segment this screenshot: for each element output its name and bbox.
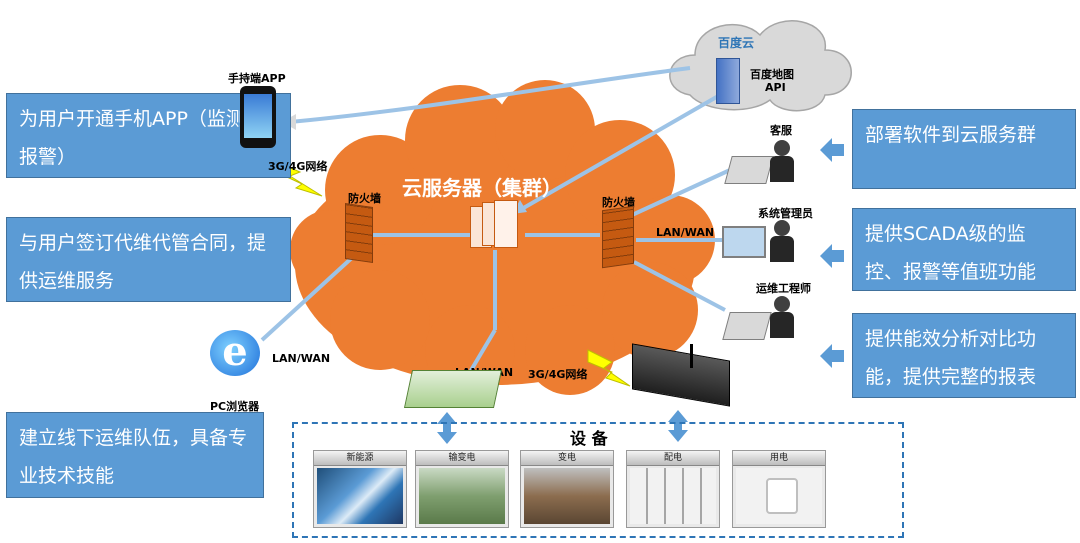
device-panel-new-energy: 新能源 <box>313 450 407 528</box>
device-panel-consumption: 用电 <box>732 450 826 528</box>
firewall-right-icon <box>602 205 634 269</box>
line-baidu-phone <box>289 66 691 124</box>
scada-box-text: 提供SCADA级的监控、报警等值班功能 <box>865 223 1037 283</box>
device-area <box>292 422 904 538</box>
device-label: 输变电 <box>416 451 508 466</box>
deploy-box-text: 部署软件到云服务群 <box>865 124 1037 146</box>
team-box-text: 建立线下运维队伍，具备专业技术技能 <box>19 427 248 487</box>
device-label: 用电 <box>733 451 825 466</box>
device-panel-substation: 变电 <box>520 450 614 528</box>
energy-box: 提供能效分析对比功能，提供完整的报表 <box>852 313 1076 398</box>
solar-panel-image <box>317 468 403 524</box>
line-fw-kefu <box>631 168 731 217</box>
kefu-label: 客服 <box>770 124 792 137</box>
device-label: 变电 <box>521 451 613 466</box>
updown-arrow-left <box>437 412 457 444</box>
sysadmin-workstation-icon <box>722 218 802 270</box>
ie-browser-icon: e <box>210 330 260 376</box>
contract-box: 与用户签订代维代管合同，提供运维服务 <box>6 217 291 302</box>
bolt-bottom <box>587 349 631 387</box>
device-panel-transmission: 输变电 <box>415 450 509 528</box>
arrow-energy <box>820 344 844 368</box>
substation-image <box>419 468 505 524</box>
team-box: 建立线下运维队伍，具备专业技术技能 <box>6 412 264 498</box>
deploy-box: 部署软件到云服务群 <box>852 109 1076 189</box>
arrow-deploy <box>820 138 844 162</box>
browser-label: PC浏览器 <box>210 400 260 413</box>
device-title: 设 备 <box>570 429 608 448</box>
scada-box: 提供SCADA级的监控、报警等值班功能 <box>852 208 1076 291</box>
line-baidu-server <box>519 93 721 212</box>
baidu-server-icon <box>716 58 740 104</box>
gateway-device-left <box>403 370 503 408</box>
device-panel-distribution: 配电 <box>626 450 720 528</box>
firewall-left-icon <box>345 203 373 263</box>
device-label: 新能源 <box>314 451 406 466</box>
line-fw-engineer <box>633 260 726 312</box>
kefu-workstation-icon <box>724 138 800 190</box>
baidu-cloud-shape <box>669 20 852 112</box>
baidu-api-line1: 百度地图 <box>750 68 794 81</box>
baidu-api-line2: API <box>765 81 786 94</box>
contract-box-text: 与用户签订代维代管合同，提供运维服务 <box>19 232 267 292</box>
device-label: 配电 <box>627 451 719 466</box>
line-gateway-device <box>468 328 497 374</box>
cloud-title: 云服务器（集群） <box>402 176 562 200</box>
firewall-right-label: 防火墙 <box>602 196 635 209</box>
transformer-image <box>524 468 610 524</box>
lan-left-label: LAN/WAN <box>272 352 331 365</box>
power-socket-image <box>736 468 822 524</box>
lan-right-label: LAN/WAN <box>656 226 715 239</box>
app-box-text: 为用户开通手机APP（监测、报警） <box>19 108 264 168</box>
antenna-icon <box>690 344 693 368</box>
server-cluster-icon <box>470 200 526 250</box>
phone-label: 手持端APP <box>228 72 286 85</box>
firewall-left-label: 防火墙 <box>348 192 381 205</box>
line-fw-browser <box>260 253 357 342</box>
phone-icon <box>240 86 276 148</box>
engineer-label: 运维工程师 <box>756 282 811 295</box>
baidu-title: 百度云 <box>718 36 755 50</box>
arrow-scada <box>820 244 844 268</box>
switchgear-image <box>630 468 716 524</box>
updown-arrow-right <box>668 410 688 442</box>
sysadmin-label: 系统管理员 <box>758 207 813 220</box>
energy-box-text: 提供能效分析对比功能，提供完整的报表 <box>865 328 1037 388</box>
net-bottom-label: 3G/4G网络 <box>528 368 588 381</box>
net-phone-label: 3G/4G网络 <box>268 160 328 173</box>
engineer-workstation-icon <box>722 294 802 346</box>
